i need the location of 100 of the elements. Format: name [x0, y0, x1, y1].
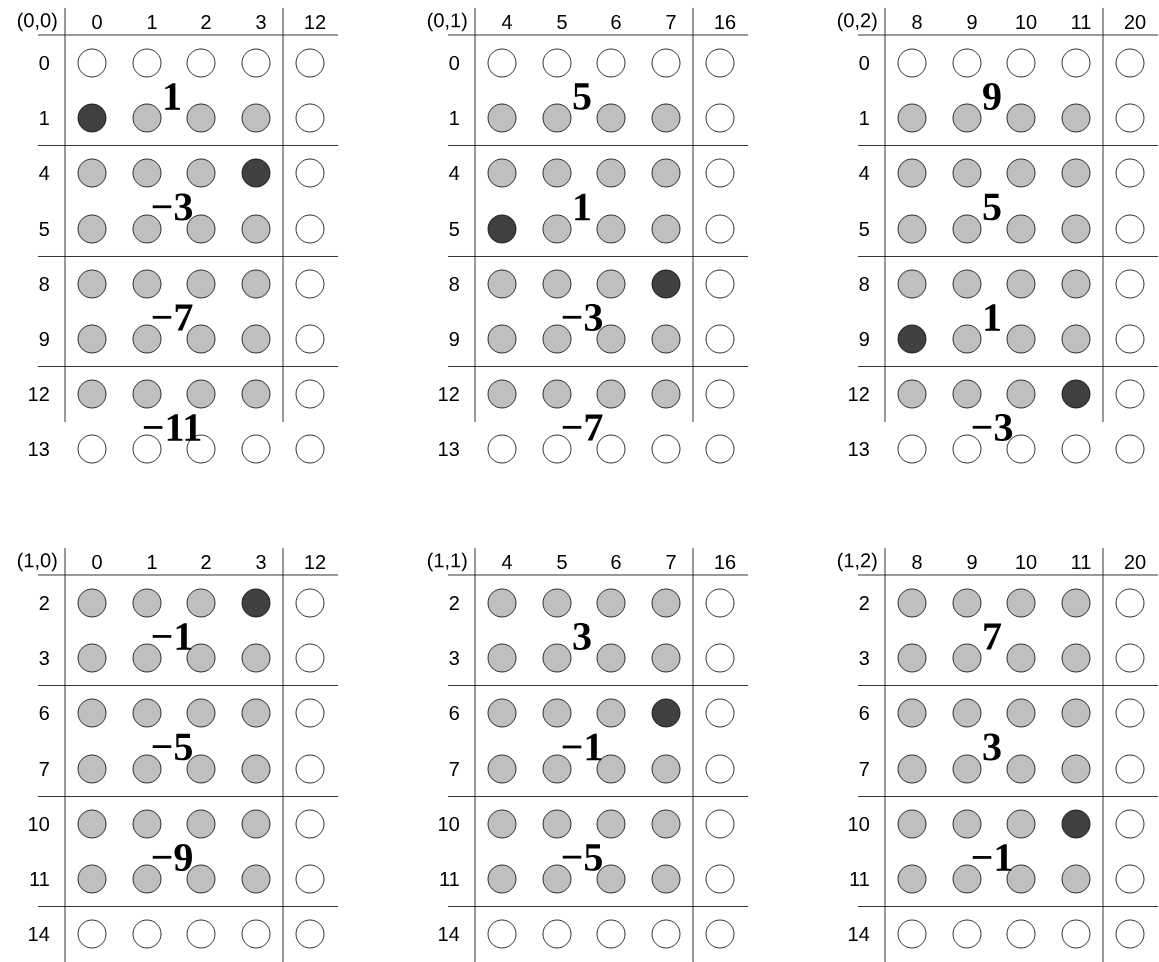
column-header: 9 [967, 14, 977, 30]
big-number: −11 [143, 414, 201, 441]
row-label: 12 [29, 387, 49, 401]
column-header: 7 [666, 555, 676, 569]
column-header: 10 [1016, 554, 1037, 570]
row-label: 6 [449, 705, 459, 721]
big-number: −9 [152, 844, 192, 871]
row-label: 14 [849, 927, 870, 941]
row-label: 11 [30, 872, 49, 886]
column-header: 8 [912, 14, 922, 30]
row-label: 5 [859, 222, 869, 236]
big-number: 3 [983, 733, 1001, 761]
row-label: 7 [859, 762, 869, 776]
column-header: 11 [1072, 555, 1091, 569]
row-label: 2 [39, 596, 49, 610]
column-header: 16 [715, 14, 736, 30]
row-label: 1 [860, 111, 869, 125]
row-label: 11 [440, 872, 459, 886]
row-label: 4 [39, 166, 50, 180]
row-label: 13 [849, 441, 869, 457]
panel-label: (0,0) [17, 12, 57, 32]
big-number: 9 [983, 83, 1001, 110]
row-label: 7 [449, 762, 459, 776]
row-label: 6 [39, 705, 49, 721]
column-header: 1 [148, 15, 157, 29]
row-label: 9 [39, 331, 49, 347]
row-label: 9 [859, 331, 869, 347]
row-label: 2 [859, 596, 869, 610]
row-label: 6 [859, 705, 869, 721]
big-number: −3 [562, 304, 603, 331]
big-number: −5 [152, 733, 192, 761]
row-label: 13 [439, 441, 459, 457]
panel-label: (1,1) [427, 552, 467, 572]
column-header: 0 [92, 554, 102, 570]
row-label: 4 [859, 166, 870, 180]
row-label: 4 [449, 166, 460, 180]
panel-label: (0,1) [427, 12, 467, 32]
column-header: 3 [256, 554, 266, 570]
row-label: 12 [439, 387, 459, 401]
row-label: 14 [29, 927, 50, 941]
column-header: 0 [92, 14, 102, 30]
big-number: 1 [575, 193, 590, 221]
row-label: 10 [439, 816, 459, 832]
row-label: 10 [849, 816, 869, 832]
row-label: 2 [449, 596, 459, 610]
row-label: 0 [859, 55, 870, 71]
big-number: −1 [562, 733, 602, 761]
big-number: 7 [984, 623, 1002, 650]
row-label: 13 [29, 441, 49, 457]
row-label: 8 [39, 276, 49, 292]
column-header: 16 [715, 554, 736, 570]
big-number: −3 [972, 414, 1013, 441]
row-label: 0 [39, 55, 50, 71]
panel-label: (0,2) [837, 12, 877, 32]
row-label: 9 [449, 331, 459, 347]
row-label: 3 [39, 650, 49, 666]
big-number: 1 [165, 83, 180, 110]
row-label: 10 [29, 816, 50, 832]
column-header: 8 [912, 554, 922, 570]
column-header: 1 [148, 555, 157, 569]
row-label: 1 [450, 111, 459, 125]
column-header: 4 [501, 15, 512, 29]
row-label: 3 [449, 650, 459, 666]
big-number: −3 [152, 193, 193, 221]
column-header: 2 [201, 15, 211, 29]
big-number: 5 [983, 193, 1001, 221]
row-label: 5 [449, 222, 459, 236]
row-label: 3 [859, 650, 869, 666]
column-header: 5 [557, 555, 567, 569]
big-number: −1 [972, 844, 1012, 871]
column-header: 5 [557, 15, 567, 29]
big-number: 1 [985, 304, 1000, 331]
column-header: 11 [1072, 15, 1091, 29]
big-number: −5 [562, 844, 602, 871]
panel-label: (1,2) [837, 552, 877, 572]
column-header: 6 [611, 14, 621, 30]
column-header: 10 [1016, 14, 1037, 30]
column-header: 12 [305, 555, 326, 569]
big-number: −7 [152, 304, 193, 331]
row-label: 12 [849, 387, 869, 401]
row-label: 8 [449, 276, 459, 292]
row-label: 14 [439, 927, 460, 941]
row-label: 0 [449, 55, 460, 71]
big-number: 3 [573, 623, 591, 650]
row-label: 1 [40, 111, 49, 125]
big-number: −1 [152, 623, 192, 650]
column-header: 6 [611, 554, 621, 570]
panel-label: (1,0) [17, 552, 57, 572]
row-label: 11 [850, 872, 869, 886]
column-header: 7 [666, 15, 676, 29]
column-header: 3 [256, 14, 266, 30]
column-header: 20 [1124, 554, 1146, 570]
big-number: −7 [562, 414, 603, 441]
column-header: 2 [201, 555, 211, 569]
column-header: 12 [305, 15, 326, 29]
row-label: 5 [39, 222, 49, 236]
column-header: 9 [967, 554, 977, 570]
big-number: 5 [573, 83, 591, 110]
column-header: 20 [1124, 14, 1146, 30]
row-label: 7 [39, 762, 49, 776]
